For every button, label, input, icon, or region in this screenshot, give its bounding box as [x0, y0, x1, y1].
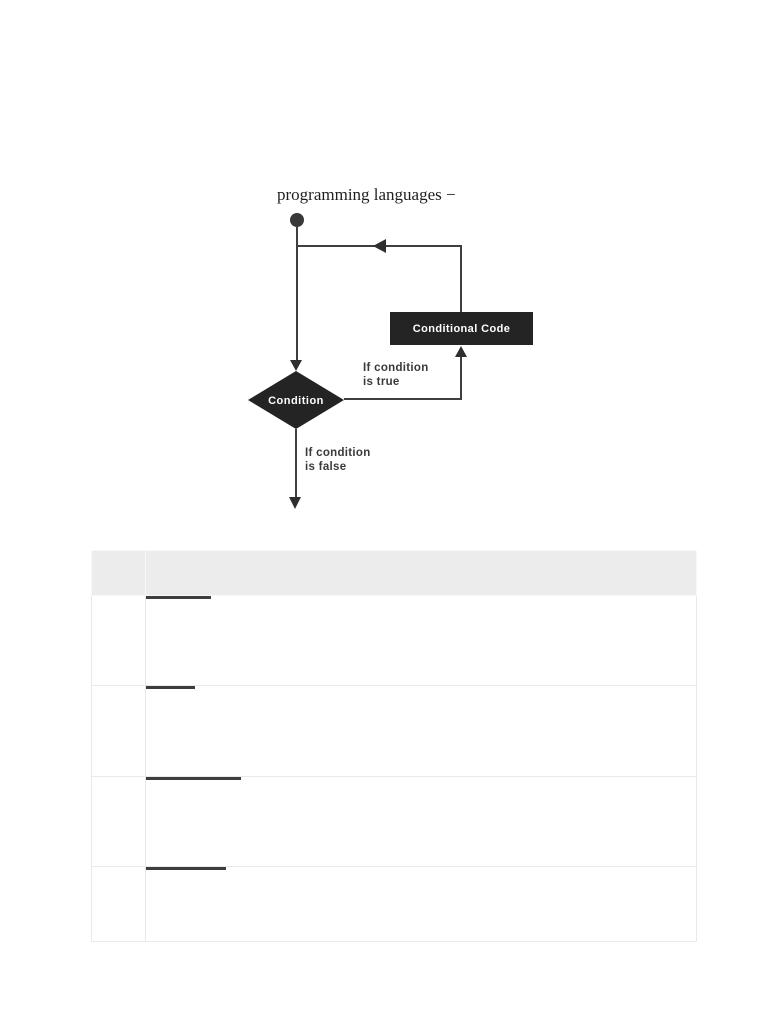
- row-number-cell: [91, 776, 146, 867]
- row-description-cell: [145, 685, 697, 777]
- row-link[interactable]: [146, 686, 195, 689]
- flow-line-start-to-condition: [296, 227, 298, 361]
- table-row: [91, 595, 697, 686]
- condition-diamond: Condition: [248, 371, 344, 429]
- row-link[interactable]: [146, 777, 241, 780]
- flow-line-true-vertical: [460, 356, 462, 400]
- arrow-down-into-condition-icon: [290, 360, 302, 371]
- flow-line-box-to-top: [460, 246, 462, 312]
- row-link[interactable]: [146, 596, 211, 599]
- false-branch-label: If condition is false: [305, 447, 371, 473]
- table-header-cell-description: [145, 550, 697, 596]
- start-node-circle: [290, 213, 304, 227]
- condition-diamond-label: Condition: [268, 395, 324, 407]
- row-description-cell: [145, 595, 697, 686]
- table-row: [91, 776, 697, 867]
- intro-text: programming languages −: [277, 185, 456, 204]
- row-number-cell: [91, 685, 146, 777]
- arrow-up-into-box-icon: [455, 346, 467, 357]
- row-link[interactable]: [146, 867, 226, 870]
- arrow-down-exit-icon: [289, 497, 301, 509]
- conditional-code-box: Conditional Code: [390, 312, 533, 345]
- table-row: [91, 866, 697, 942]
- true-branch-label: If condition is true: [363, 362, 429, 388]
- condition-diamond-shape: [248, 371, 344, 429]
- flow-line-true-horizontal: [344, 398, 462, 400]
- flow-line-false-vertical: [295, 429, 297, 499]
- arrow-left-icon: [373, 239, 386, 253]
- table-row: [91, 685, 697, 777]
- table-header-cell-number: [91, 550, 146, 596]
- row-number-cell: [91, 595, 146, 686]
- row-number-cell: [91, 866, 146, 942]
- row-description-cell: [145, 776, 697, 867]
- statement-table: [91, 550, 697, 942]
- table-header-row: [91, 550, 697, 596]
- row-description-cell: [145, 866, 697, 942]
